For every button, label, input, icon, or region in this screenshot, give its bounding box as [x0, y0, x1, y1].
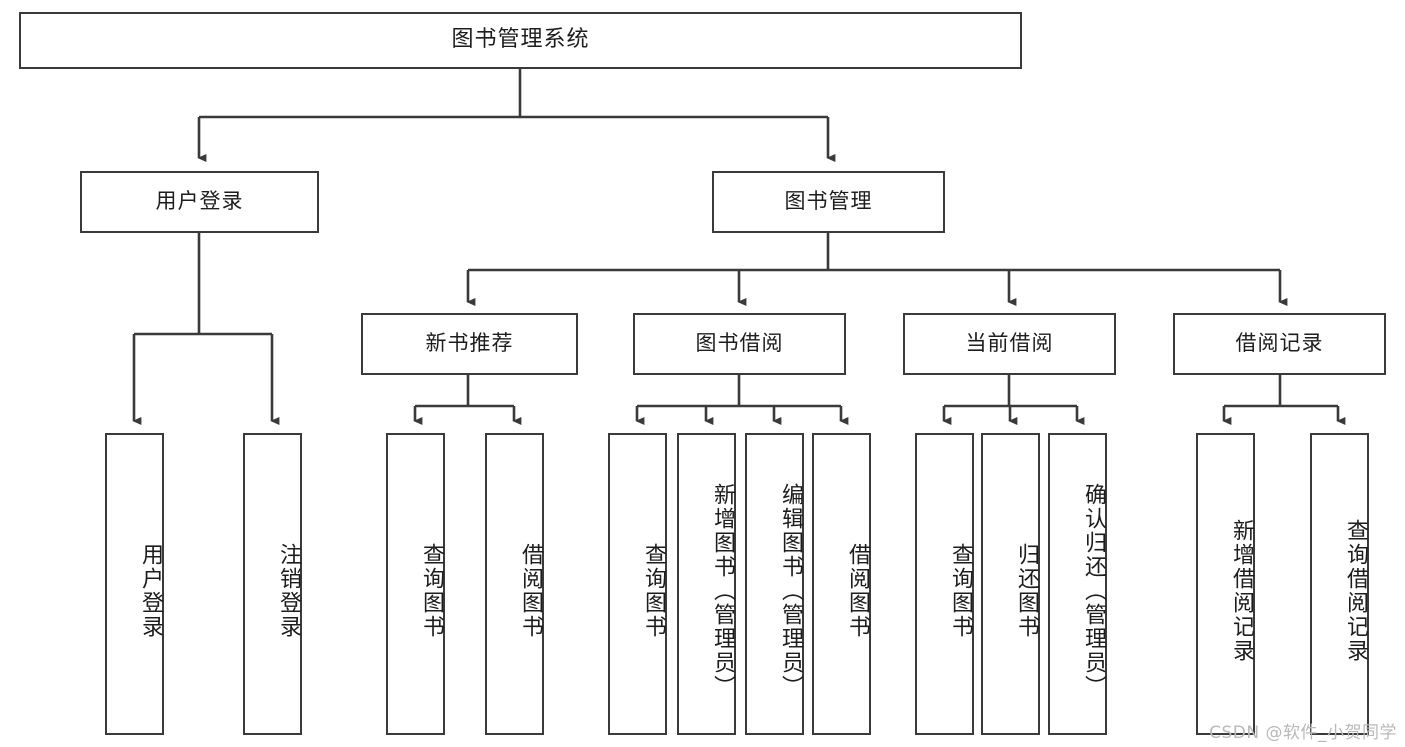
- leaf-new-book-1[interactable]: 查询图书: [386, 433, 445, 735]
- leaf-user-login-2[interactable]: 注销登录: [243, 433, 302, 735]
- node-book-management[interactable]: 图书管理: [712, 171, 945, 233]
- leaf-new-book-2-label: 借阅图书: [518, 543, 543, 639]
- leaf-book-borrow-3-label: 编辑图书（管理员）: [778, 483, 803, 699]
- leaf-current-borrow-1-label: 查询图书: [948, 543, 973, 639]
- node-borrow-records[interactable]: 借阅记录: [1173, 313, 1386, 375]
- leaf-book-borrow-4[interactable]: 借阅图书: [812, 433, 871, 735]
- node-new-book-recommend[interactable]: 新书推荐: [361, 313, 578, 375]
- node-user-login[interactable]: 用户登录: [80, 171, 319, 233]
- leaf-current-borrow-1[interactable]: 查询图书: [915, 433, 974, 735]
- leaf-book-borrow-2-label: 新增图书（管理员）: [710, 483, 735, 699]
- node-current-borrow[interactable]: 当前借阅: [903, 313, 1116, 375]
- leaf-book-borrow-1[interactable]: 查询图书: [608, 433, 667, 735]
- leaf-new-book-2[interactable]: 借阅图书: [485, 433, 544, 735]
- node-borrow-records-label: 借阅记录: [1235, 331, 1324, 356]
- node-root-label: 图书管理系统: [451, 27, 590, 53]
- leaf-user-login-1-label: 用户登录: [138, 543, 163, 639]
- leaf-book-borrow-1-label: 查询图书: [641, 543, 666, 639]
- node-user-login-label: 用户登录: [155, 189, 244, 214]
- leaf-current-borrow-3-label: 确认归还（管理员）: [1081, 483, 1106, 699]
- leaf-user-login-1[interactable]: 用户登录: [105, 433, 164, 735]
- node-new-book-recommend-label: 新书推荐: [425, 331, 514, 356]
- leaf-borrow-records-2-label: 查询借阅记录: [1343, 519, 1368, 663]
- node-book-borrow[interactable]: 图书借阅: [633, 313, 846, 375]
- node-book-borrow-label: 图书借阅: [695, 331, 784, 356]
- leaf-new-book-1-label: 查询图书: [419, 543, 444, 639]
- leaf-current-borrow-2[interactable]: 归还图书: [981, 433, 1040, 735]
- leaf-borrow-records-1[interactable]: 新增借阅记录: [1196, 433, 1255, 735]
- node-book-management-label: 图书管理: [784, 189, 873, 214]
- node-current-borrow-label: 当前借阅: [965, 331, 1054, 356]
- node-root[interactable]: 图书管理系统: [19, 12, 1022, 69]
- leaf-book-borrow-3[interactable]: 编辑图书（管理员）: [745, 433, 804, 735]
- leaf-current-borrow-3[interactable]: 确认归还（管理员）: [1048, 433, 1107, 735]
- leaf-borrow-records-2[interactable]: 查询借阅记录: [1310, 433, 1369, 735]
- leaf-book-borrow-2[interactable]: 新增图书（管理员）: [677, 433, 736, 735]
- leaf-current-borrow-2-label: 归还图书: [1014, 543, 1039, 639]
- leaf-book-borrow-4-label: 借阅图书: [845, 543, 870, 639]
- watermark: CSDN @软件_小贺同学: [1209, 723, 1397, 743]
- leaf-borrow-records-1-label: 新增借阅记录: [1229, 519, 1254, 663]
- leaf-user-login-2-label: 注销登录: [276, 543, 301, 639]
